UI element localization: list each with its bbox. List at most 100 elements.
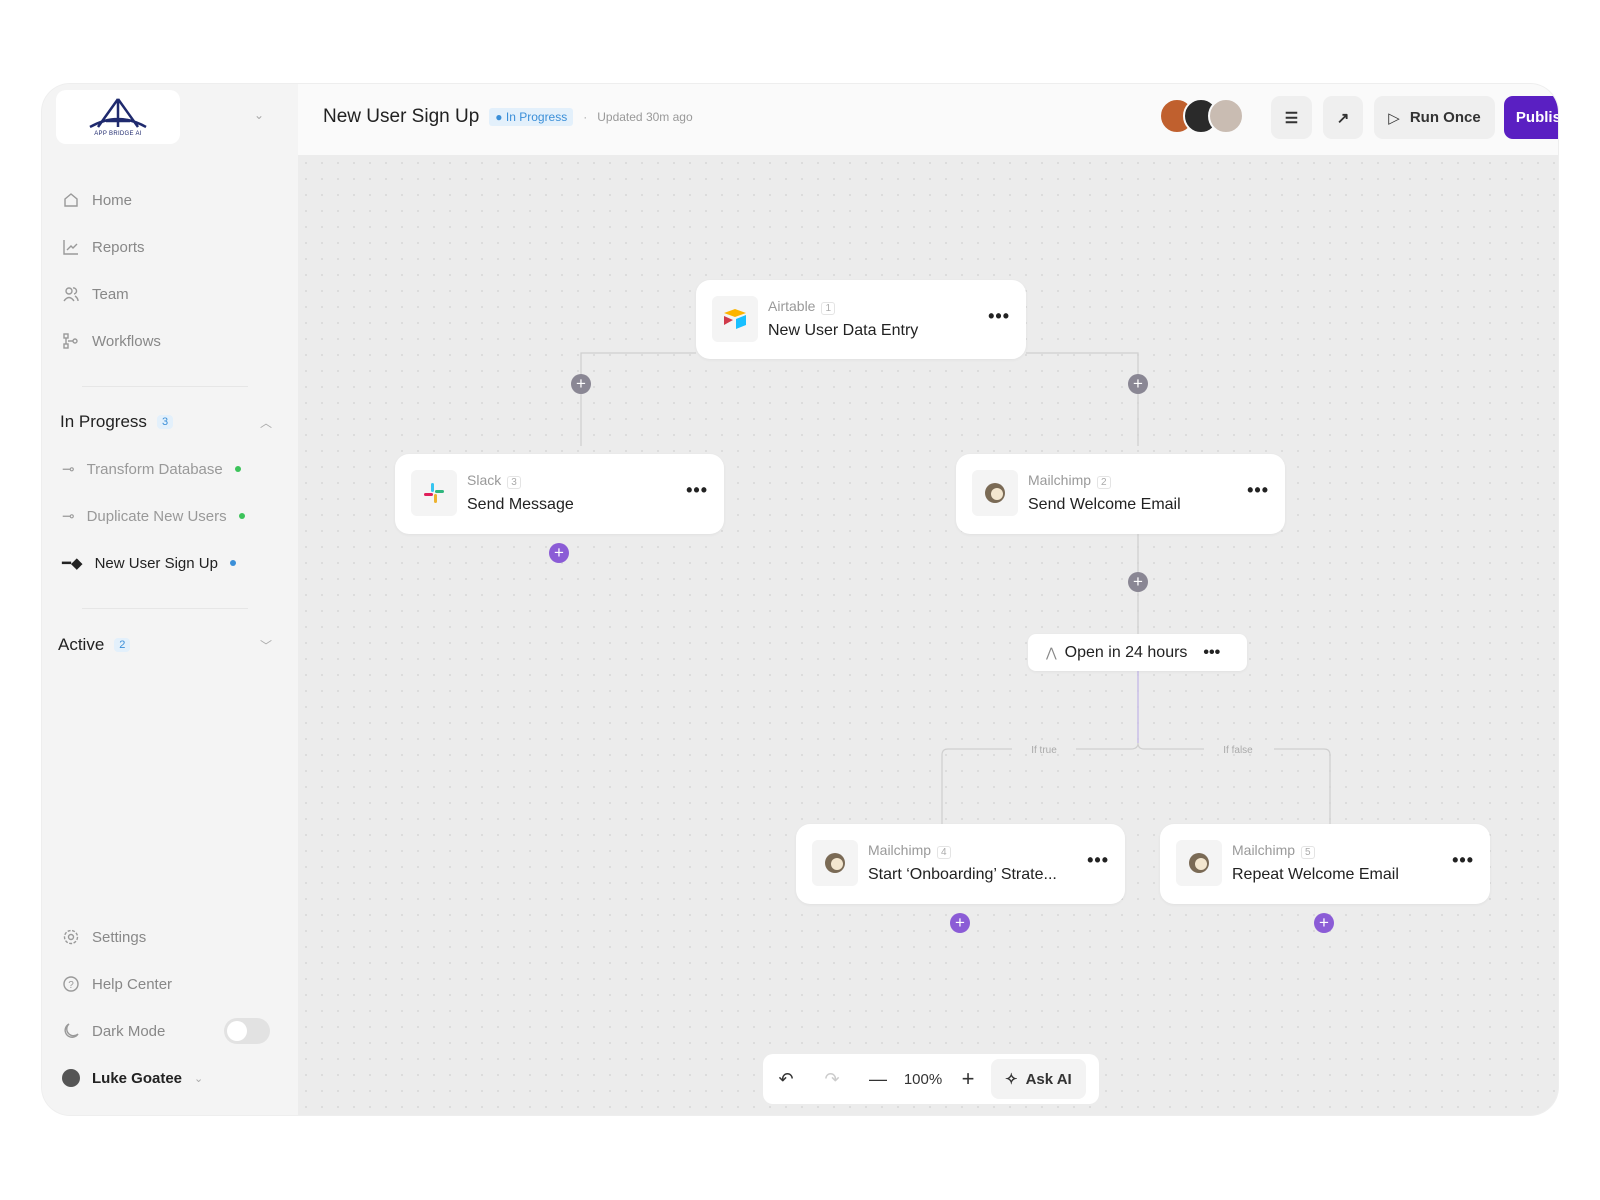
avatar[interactable] (1208, 98, 1244, 134)
settings-button[interactable]: ☰ (1271, 96, 1312, 139)
workflow-item-duplicate-new-users[interactable]: ⊸ Duplicate New Users (62, 507, 245, 525)
chevron-up-icon[interactable]: ︿ (259, 415, 272, 430)
moon-icon (64, 1023, 79, 1038)
nav-label: Dark Mode (92, 1022, 166, 1040)
workflow-icon (63, 333, 78, 349)
airtable-icon (712, 296, 758, 342)
workflow-label: Transform Database (86, 460, 223, 478)
user-avatar (62, 1069, 80, 1087)
logo-text: APP BRIDGE AI (94, 131, 142, 137)
workflow-item-new-user-sign-up[interactable]: ━◆ New User Sign Up (62, 554, 236, 572)
sidebar-item-team[interactable]: Team (62, 285, 129, 303)
user-menu[interactable]: Luke Goatee⌄ (62, 1069, 203, 1087)
logo-icon (89, 98, 147, 129)
add-step-button[interactable]: + (1128, 572, 1148, 592)
redo-icon[interactable]: ↷ (824, 1068, 840, 1089)
add-step-button[interactable]: + (549, 543, 569, 563)
run-once-label: Run Once (1409, 109, 1481, 126)
dark-mode-toggle[interactable] (224, 1018, 270, 1044)
connector-icon: ⊸ (62, 508, 75, 525)
status-dot (234, 466, 241, 472)
zoom-out-icon[interactable]: — (869, 1068, 887, 1089)
add-step-button[interactable]: + (571, 374, 591, 394)
condition-label: Open in 24 hours (1064, 643, 1188, 661)
sidebar: APP BRIDGE AI ⌄ Home Reports Team Workfl… (42, 84, 298, 1115)
header: New User Sign Up ● In Progress · Updated… (298, 84, 1558, 155)
sidebar-item-settings[interactable]: Settings (62, 928, 146, 946)
logo[interactable]: APP BRIDGE AI (56, 90, 180, 144)
node-title: Send Message (467, 496, 574, 513)
svg-text:?: ? (68, 980, 74, 991)
mailchimp-icon (972, 470, 1018, 516)
status-dot (238, 513, 245, 519)
home-icon (64, 193, 78, 207)
step-number: 4 (937, 846, 951, 859)
chevron-down-icon: ⌄ (194, 1072, 204, 1085)
sidebar-item-home[interactable]: Home (62, 191, 132, 209)
mailchimp-icon (1176, 840, 1222, 886)
workflow-label: New User Sign Up (94, 554, 218, 572)
sliders-icon: ☰ (1284, 109, 1299, 127)
ask-ai-label: Ask AI (1025, 1070, 1072, 1088)
canvas-toolbar: ↶ ↷ — 100% + ✧ Ask AI (763, 1054, 1099, 1104)
ask-ai-button[interactable]: ✧ Ask AI (991, 1059, 1086, 1099)
divider (82, 608, 248, 609)
zoom-in-icon[interactable]: + (961, 1066, 975, 1091)
connector-active-icon: ━◆ (62, 555, 83, 572)
more-icon[interactable]: ••• (1087, 850, 1109, 870)
branch-icon: ⋀ (1046, 644, 1057, 660)
if-false-label: If false (1223, 745, 1253, 756)
publish-button[interactable]: Publish (1504, 96, 1558, 139)
nav-label: Team (92, 285, 129, 303)
node-app: Mailchimp (1232, 842, 1296, 858)
chevron-down-icon[interactable]: ﹀ (259, 638, 272, 653)
sparkle-icon: ✧ (1005, 1071, 1018, 1088)
nav-label: Home (92, 191, 133, 209)
add-step-button[interactable]: + (1314, 913, 1334, 933)
node-app: Mailchimp (868, 842, 932, 858)
status-dot (229, 560, 236, 566)
node-app: Airtable (768, 298, 816, 314)
if-true-label: If true (1031, 745, 1057, 756)
condition-node[interactable]: ⋀ Open in 24 hours ••• (1028, 634, 1247, 671)
count-badge: 3 (156, 415, 174, 429)
users-icon (63, 287, 79, 302)
add-step-button[interactable]: + (950, 913, 970, 933)
more-icon[interactable]: ••• (1452, 850, 1474, 870)
more-icon[interactable]: ••• (1203, 643, 1221, 661)
sidebar-item-help-center[interactable]: ? Help Center (62, 975, 172, 993)
status-text: In Progress (505, 110, 568, 124)
divider (82, 386, 248, 387)
add-step-button[interactable]: + (1128, 374, 1148, 394)
more-icon[interactable]: ••• (686, 480, 708, 500)
workflow-label: Duplicate New Users (86, 507, 227, 525)
section-label: Active (58, 635, 105, 654)
publish-label: Publish (1515, 109, 1558, 126)
undo-icon[interactable]: ↶ (778, 1068, 794, 1089)
app-window: APP BRIDGE AI ⌄ Home Reports Team Workfl… (42, 84, 1558, 1115)
updated-timestamp: Updated 30m ago (597, 110, 693, 124)
node-title: New User Data Entry (768, 322, 919, 339)
sidebar-item-workflows[interactable]: Workflows (62, 332, 161, 350)
sidebar-item-reports[interactable]: Reports (62, 238, 145, 256)
dark-mode-row: Dark Mode (62, 1022, 165, 1040)
more-icon[interactable]: ••• (1247, 480, 1269, 500)
workflow-item-transform-database[interactable]: ⊸Transform Database (62, 460, 241, 478)
workspace-chevron-icon[interactable]: ⌄ (254, 108, 265, 122)
nav-label: Help Center (92, 975, 173, 993)
share-button[interactable]: ↗ (1323, 96, 1363, 139)
more-icon[interactable]: ••• (988, 306, 1010, 326)
slack-icon (411, 470, 457, 516)
nav-label: Settings (92, 928, 147, 946)
zoom-level: 100% (903, 1070, 943, 1088)
run-once-button[interactable]: ▷Run Once (1374, 96, 1495, 139)
mailchimp-icon (812, 840, 858, 886)
